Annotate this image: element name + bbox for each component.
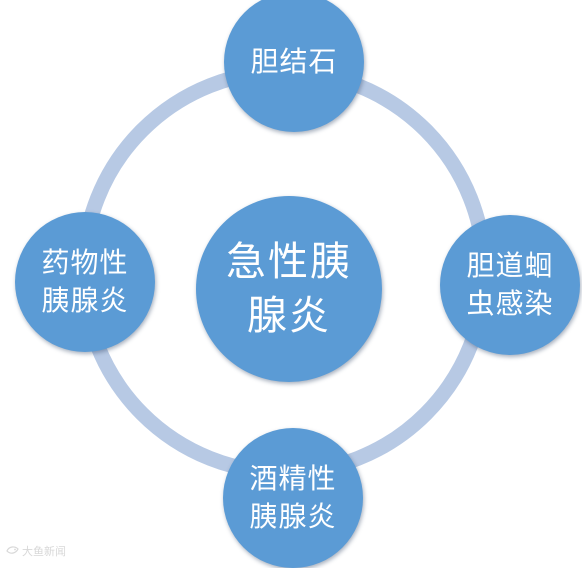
node-right-label: 胆道蛔 虫感染 xyxy=(466,249,554,320)
node-bottom: 酒精性 胰腺炎 xyxy=(223,428,363,568)
center-node-label: 急性胰 腺炎 xyxy=(226,239,352,339)
node-bottom-label: 酒精性 胰腺炎 xyxy=(249,462,337,533)
node-left: 药物性 胰腺炎 xyxy=(15,212,155,352)
node-left-label: 药物性 胰腺炎 xyxy=(41,246,129,317)
watermark-text: 大鱼新闻 xyxy=(22,545,66,558)
node-top: 胆结石 xyxy=(224,0,364,132)
watermark-logo-icon xyxy=(6,546,19,554)
watermark: 大鱼新闻 xyxy=(6,543,66,559)
node-right: 胆道蛔 虫感染 xyxy=(440,215,580,355)
node-top-label: 胆结石 xyxy=(250,45,338,78)
center-node: 急性胰 腺炎 xyxy=(196,196,382,382)
